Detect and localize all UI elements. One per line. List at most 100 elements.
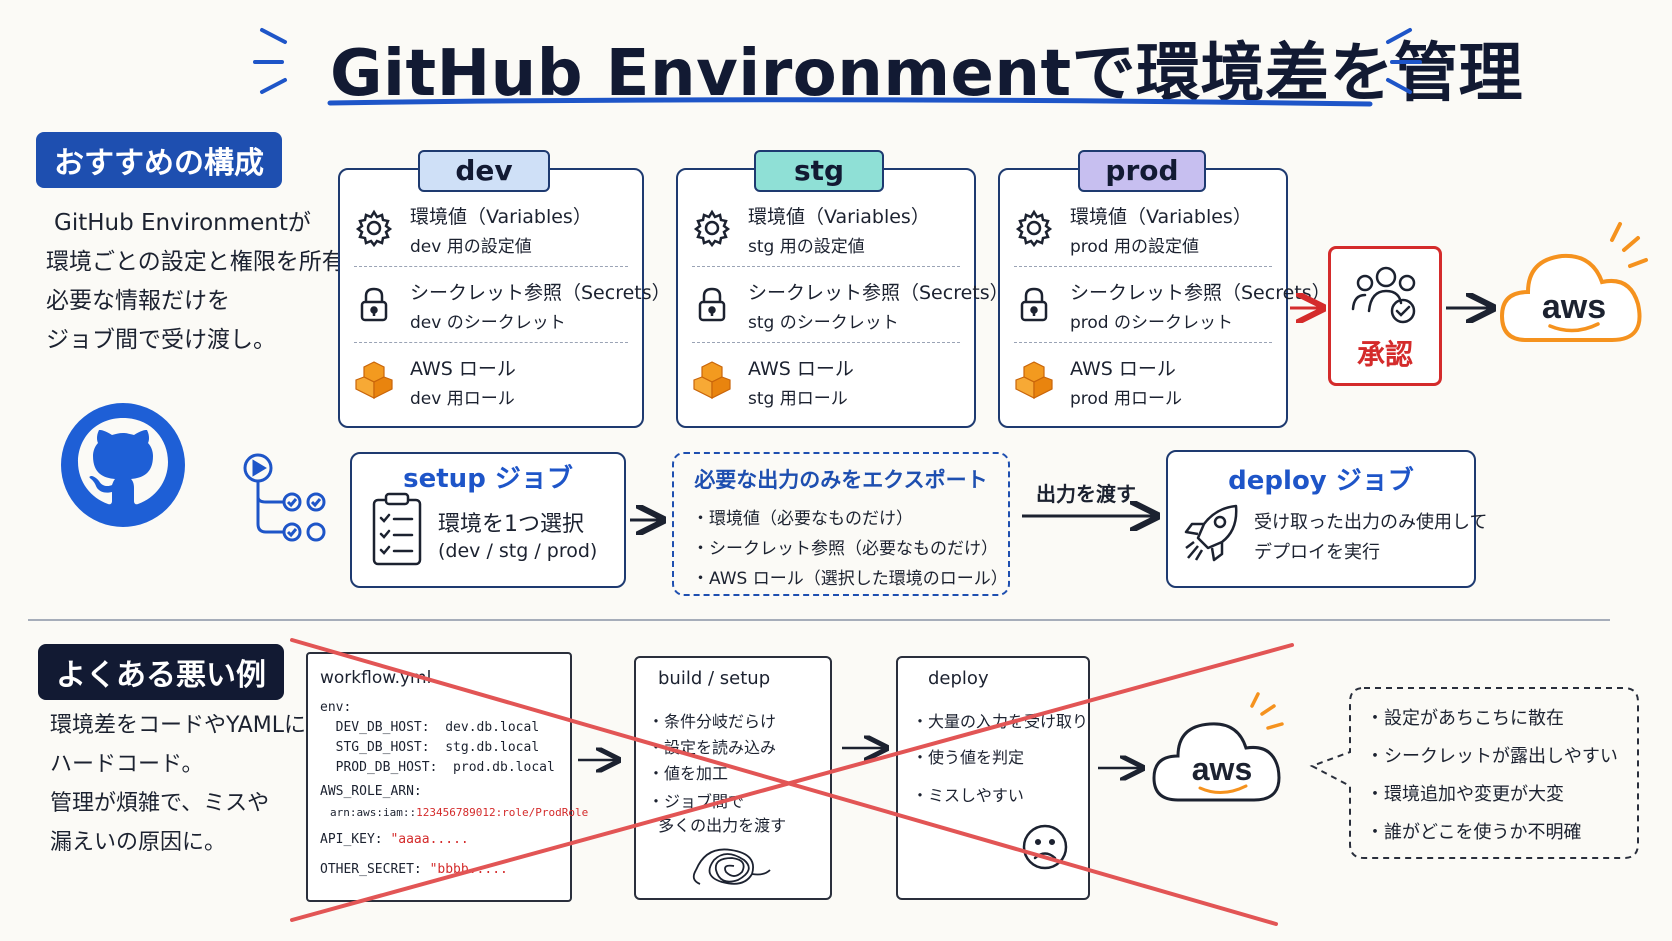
env-role-row: AWS ロール prod 用ロール bbox=[1014, 346, 1272, 418]
aws-cloud-icon: aws bbox=[1499, 222, 1648, 342]
env-card-dev: 環境値（Variables） dev 用の設定値 シークレット参照（Secret… bbox=[338, 168, 671, 428]
env-role-title: AWS ロール bbox=[410, 358, 516, 380]
bad-build-box: build / setup ・条件分岐だらけ ・設定を読み込み ・値を加工 ・ジ… bbox=[634, 656, 832, 900]
env-role-row: AWS ロール stg 用ロール bbox=[692, 346, 960, 418]
deploy-job-box: deploy ジョブ 受け取った出力のみ使用して デプロイを実行 bbox=[1166, 450, 1487, 588]
problem-item: ・誰がどこを使うか不明確 bbox=[1366, 822, 1582, 843]
workflow-line: AWS_ROLE_ARN: bbox=[320, 784, 422, 799]
env-secrets-sub: dev のシークレット bbox=[410, 313, 566, 333]
bad-deploy-item: ・大量の入力を受け取り bbox=[912, 712, 1089, 731]
env-role-title: AWS ロール bbox=[748, 358, 854, 380]
bad-deploy-title: deploy bbox=[928, 668, 989, 689]
problems-list: ・設定があちこちに散在 ・シークレットが露出しやすい ・環境追加や変更が大変 ・… bbox=[1366, 704, 1618, 856]
workflow-arn-line: arn:aws:iam::123456789012:role/ProdRole bbox=[330, 806, 588, 819]
desc-line: 漏えいの原因に。 bbox=[50, 830, 227, 855]
env-variables-title: 環境値（Variables） bbox=[410, 206, 592, 228]
setup-job-box: setup ジョブ 環境を1つ選択 (dev / stg / prod) bbox=[350, 452, 626, 588]
bad-build-item: ・ジョブ間で bbox=[648, 792, 745, 811]
env-card-stg: 環境値（Variables） stg 用の設定値 シークレット参照（Secret… bbox=[676, 168, 1009, 428]
deploy-job-line1: 受け取った出力のみ使用して bbox=[1254, 512, 1488, 533]
approval-label: 承認 bbox=[1356, 338, 1413, 371]
workflow-secret-line: OTHER_SECRET: "bbbb..... bbox=[320, 862, 508, 877]
aws-cube-icon bbox=[1015, 361, 1053, 399]
bad-deploy-item: ・使う値を判定 bbox=[912, 748, 1025, 767]
aws-logo-text: aws bbox=[1192, 751, 1252, 787]
env-secrets-row: シークレット参照（Secrets） stg のシークレット bbox=[692, 270, 1009, 343]
env-variables-row: 環境値（Variables） prod 用の設定値 bbox=[1014, 194, 1272, 267]
env-role-title: AWS ロール bbox=[1070, 358, 1176, 380]
api-key-value: "aaaa..... bbox=[390, 832, 469, 847]
arn-prefix: arn:aws:iam:: bbox=[330, 806, 417, 819]
aws-cube-icon bbox=[355, 361, 393, 399]
deploy-job-title: deploy ジョブ bbox=[1228, 466, 1414, 496]
env-role-sub: stg 用ロール bbox=[748, 389, 848, 409]
export-box-title: 必要な出力のみをエクスポート bbox=[694, 468, 988, 492]
approver-users-icon bbox=[1351, 266, 1416, 324]
deploy-job-line2: デプロイを実行 bbox=[1254, 542, 1380, 563]
bad-example-section-label: よくある悪い例 bbox=[38, 644, 284, 700]
env-role-row: AWS ロール dev 用ロール bbox=[354, 346, 628, 418]
desc-line: ハードコード。 bbox=[50, 752, 204, 777]
workflow-api-key-line: API_KEY: "aaaa..... bbox=[320, 832, 469, 847]
bad-build-item: 多くの出力を渡す bbox=[648, 816, 787, 835]
desc-line: 管理が煩雑で、ミスや bbox=[50, 791, 270, 816]
bad-build-item: ・条件分岐だらけ bbox=[648, 712, 777, 731]
approval-box: 承認 bbox=[1328, 246, 1442, 386]
env-variables-sub: dev 用の設定値 bbox=[410, 237, 532, 257]
env-secrets-title: シークレット参照（Secrets） bbox=[410, 282, 671, 304]
actions-workflow-icon bbox=[243, 453, 326, 542]
export-item: ・AWS ロール（選択した環境のロール） bbox=[692, 569, 1008, 589]
export-item: ・環境値（必要なものだけ） bbox=[692, 509, 913, 529]
workflow-filename: workflow.yml bbox=[320, 668, 432, 688]
checklist-icon bbox=[372, 492, 422, 566]
env-secrets-row: シークレット参照（Secrets） dev のシークレット bbox=[354, 270, 671, 343]
env-variables-row: 環境値（Variables） stg 用の設定値 bbox=[692, 194, 960, 267]
env-secrets-title: シークレット参照（Secrets） bbox=[1070, 282, 1331, 304]
env-tab-prod: prod bbox=[1078, 150, 1206, 192]
export-box: 必要な出力のみをエクスポート ・環境値（必要なものだけ） ・シークレット参照（必… bbox=[672, 452, 1010, 596]
desc-line: GitHub Environmentが bbox=[54, 210, 311, 236]
other-secret-value: "bbbb..... bbox=[429, 862, 508, 877]
arn-value: 123456789012:role/ProdRole bbox=[416, 806, 589, 819]
workflow-line: STG_DB_HOST: stg.db.local bbox=[320, 740, 540, 755]
gear-icon bbox=[693, 209, 731, 248]
tangle-icon bbox=[692, 848, 771, 885]
env-variables-row: 環境値（Variables） dev 用の設定値 bbox=[354, 194, 628, 267]
env-secrets-sub: prod のシークレット bbox=[1070, 313, 1234, 333]
env-role-sub: dev 用ロール bbox=[410, 389, 515, 409]
workflow-line: DEV_DB_HOST: dev.db.local bbox=[320, 720, 540, 735]
workflow-line: env: bbox=[320, 700, 352, 715]
env-card-prod: 環境値（Variables） prod 用の設定値 シークレット参照（Secre… bbox=[998, 168, 1331, 428]
rocket-icon bbox=[1184, 504, 1238, 562]
env-variables-sub: prod 用の設定値 bbox=[1070, 237, 1200, 257]
sad-face-icon bbox=[1022, 824, 1068, 870]
page-title: GitHub Environmentで環境差を管理 bbox=[330, 37, 1524, 111]
lock-icon bbox=[698, 287, 726, 322]
desc-line: 環境ごとの設定と権限を所有。 bbox=[46, 249, 368, 275]
problem-item: ・シークレットが露出しやすい bbox=[1366, 746, 1618, 767]
bad-deploy-item: ・ミスしやすい bbox=[912, 786, 1024, 805]
env-variables-title: 環境値（Variables） bbox=[1070, 206, 1252, 228]
gear-icon bbox=[1015, 209, 1053, 248]
env-secrets-row: シークレット参照（Secrets） prod のシークレット bbox=[1014, 270, 1331, 343]
recommended-section-label: おすすめの構成 bbox=[36, 132, 282, 188]
aws-cube-icon bbox=[693, 361, 731, 399]
export-item: ・シークレット参照（必要なものだけ） bbox=[692, 539, 998, 559]
env-variables-title: 環境値（Variables） bbox=[748, 206, 930, 228]
problem-item: ・設定があちこちに散在 bbox=[1366, 708, 1564, 729]
desc-line: 必要な情報だけを bbox=[46, 288, 230, 314]
pass-output-label: 出力を渡す bbox=[1036, 482, 1136, 506]
problem-item: ・環境追加や変更が大変 bbox=[1366, 784, 1564, 805]
workflow-line: PROD_DB_HOST: prod.db.local bbox=[320, 760, 555, 775]
bad-build-item: ・値を加工 bbox=[648, 764, 729, 783]
aws-logo-text: aws bbox=[1542, 288, 1606, 326]
gear-icon bbox=[355, 209, 393, 248]
bad-description: 環境差をコードやYAMLに ハードコード。 管理が煩雑で、ミスや 漏えいの原因に… bbox=[50, 706, 306, 862]
bad-deploy-box: deploy ・大量の入力を受け取り ・使う値を判定 ・ミスしやすい bbox=[896, 656, 1090, 900]
github-logo-icon bbox=[61, 403, 185, 527]
setup-job-title: setup ジョブ bbox=[403, 464, 573, 494]
env-tab-dev: dev bbox=[418, 150, 550, 192]
env-tab-stg: stg bbox=[754, 150, 884, 192]
aws-cloud-icon-bottom: aws bbox=[1152, 692, 1284, 802]
env-secrets-sub: stg のシークレット bbox=[748, 313, 899, 333]
